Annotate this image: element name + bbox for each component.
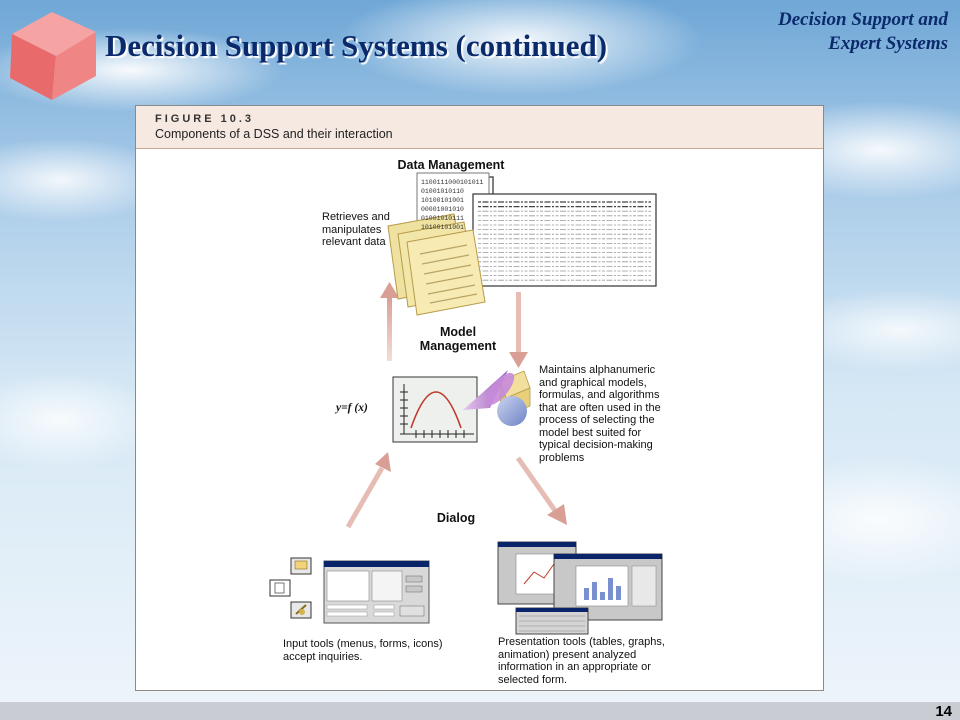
arrow-model-to-dialog — [515, 456, 567, 525]
data-desc-line: Retrieves and — [322, 211, 390, 223]
model-graph-icon — [392, 376, 478, 443]
text-line: Input tools (menus, forms, icons) — [283, 638, 443, 650]
binary-data-text: 1100111000101011 01001010110 10100101001 00… — [421, 178, 487, 232]
model-heading-line1: Model — [439, 325, 477, 339]
figure-label: FIGURE 10.3 — [155, 113, 255, 125]
text-line: Maintains alphanumeric — [539, 364, 656, 376]
text-line: typical decision-making — [539, 439, 653, 451]
text-line: animation) present analyzed — [498, 648, 637, 661]
data-desc-line: relevant data — [322, 236, 386, 248]
course-title-line1: Decision Support and — [778, 9, 948, 30]
text-line: 01001010111 — [421, 215, 464, 222]
text-line: Presentation tools (tables, graphs, — [498, 636, 665, 648]
model-management-heading: Model Management — [398, 325, 518, 353]
text-line: 10100101001 — [421, 197, 464, 204]
text-line: 00001001010 — [421, 206, 464, 213]
figure-panel: FIGURE 10.3 Components of a DSS and thei… — [135, 105, 824, 691]
text-line: 01001010110 — [421, 188, 464, 195]
data-management-heading: Data Management — [397, 158, 505, 172]
arrow-data-to-model — [509, 292, 528, 368]
presentation-tools-desc: Presentation tools (tables, graphs,anima… — [498, 636, 665, 686]
data-management-desc: Retrieves and manipulates relevant data — [322, 211, 390, 249]
dialog-heading: Dialog — [436, 511, 476, 525]
text-line: information in an appropriate or — [498, 661, 651, 673]
formula-label: y=f (x) — [336, 402, 368, 414]
text-line: problems — [539, 451, 585, 464]
geometric-shapes-icon — [463, 370, 531, 426]
document-folders-icon — [387, 213, 486, 316]
presentation-tools-windows — [497, 541, 663, 635]
footer-bar — [0, 702, 960, 720]
input-tools-icons — [269, 557, 312, 619]
text-line: 1100111000101011 — [421, 179, 484, 186]
dss-diagram — [269, 172, 663, 635]
course-title-line2: Expert Systems — [828, 33, 948, 54]
course-title: Decision Support and Expert Systems — [778, 8, 948, 56]
red-cube-logo — [10, 12, 96, 100]
input-tools-desc: Input tools (menus, forms, icons)accept … — [283, 638, 443, 663]
input-form-window — [323, 560, 430, 624]
data-desc-line: manipulates — [322, 223, 382, 236]
slide-title: Decision Support Systems (continued) — [105, 28, 608, 63]
text-line: 10100101001 — [421, 224, 464, 231]
text-line: process of selecting the — [539, 414, 655, 426]
figure-header: FIGURE 10.3 Components of a DSS and thei… — [136, 106, 823, 149]
text-line: and graphical models, — [539, 376, 647, 389]
text-line: selected form. — [498, 673, 568, 686]
model-heading-line2: Management — [419, 339, 497, 353]
text-line: model best suited for — [539, 426, 642, 439]
arrow-dialog-to-model — [345, 452, 391, 529]
text-line: accept inquiries. — [283, 650, 363, 663]
stock-table-sheet — [472, 193, 657, 287]
stock-table-rows — [478, 201, 651, 281]
page-number: 14 — [935, 703, 952, 720]
figure-caption: Components of a DSS and their interactio… — [155, 127, 393, 141]
text-line: formulas, and algorithms — [539, 389, 660, 401]
text-line: that are often used in the — [539, 401, 661, 414]
arrow-model-to-data — [380, 282, 399, 361]
